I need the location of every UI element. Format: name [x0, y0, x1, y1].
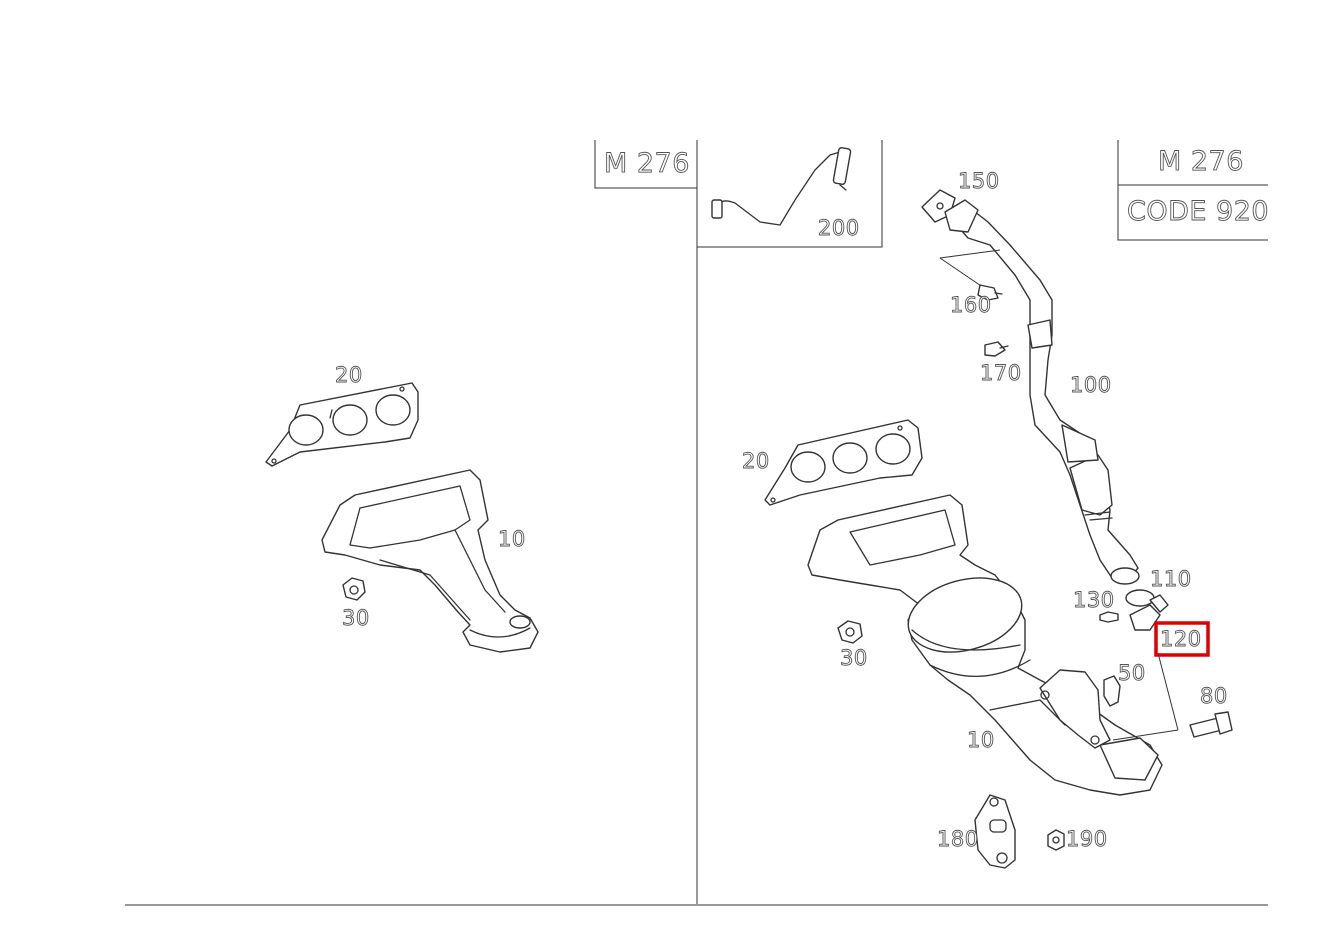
label-180: 180: [937, 827, 979, 851]
label-left-30: 30: [342, 606, 370, 630]
label-right-10: 10: [967, 728, 995, 752]
label-left-10: 10: [498, 527, 526, 551]
bolt-50: [1103, 675, 1121, 707]
label-150: 150: [958, 169, 1000, 193]
label-100: 100: [1070, 373, 1112, 397]
label-190: 190: [1066, 827, 1108, 851]
left-gasket-20: [265, 382, 419, 467]
nut-190: [1047, 829, 1065, 851]
left-nut-30: [342, 577, 366, 601]
bracket: [1039, 669, 1111, 749]
bolt-170: [984, 341, 1009, 357]
left-exhaust-manifold-10: [321, 469, 539, 653]
label-left-20: 20: [335, 363, 363, 387]
label-160: 160: [950, 293, 992, 317]
small-parts-110-120-130: [1099, 589, 1169, 631]
label-170: 170: [980, 361, 1022, 385]
left-engine-label: M 276: [604, 148, 690, 179]
sensor-inset-box: 200: [697, 140, 883, 248]
label-130: 130: [1073, 588, 1115, 612]
clamp-150: [921, 189, 979, 233]
bolt-160: [977, 284, 1003, 301]
right-engine-code-box: M 276 CODE 920: [1117, 140, 1269, 241]
leader-160: [939, 249, 1001, 293]
bolt-80: [1189, 711, 1233, 738]
label-right-30: 30: [840, 646, 868, 670]
label-80: 80: [1200, 684, 1228, 708]
left-labels: 20 10 30: [335, 363, 526, 631]
left-engine-box: M 276: [594, 140, 697, 189]
right-engine-label: M 276: [1158, 146, 1244, 177]
label-200: 200: [818, 216, 860, 240]
egr-pipe-100: [947, 207, 1140, 585]
label-110: 110: [1150, 567, 1192, 591]
frame: [125, 140, 1268, 906]
label-right-20: 20: [742, 449, 770, 473]
right-labels: 150 160 170 100 20 110 130 120 30 50 80 …: [742, 169, 1228, 852]
leader-120: [1112, 652, 1179, 741]
label-120: 120: [1160, 627, 1202, 651]
right-gasket-20: [764, 419, 923, 506]
bracket-180: [974, 794, 1016, 869]
right-nut-30: [837, 620, 863, 644]
code-label: CODE 920: [1127, 196, 1269, 227]
label-50: 50: [1118, 661, 1146, 685]
highlight-box-120[interactable]: [1154, 621, 1210, 657]
